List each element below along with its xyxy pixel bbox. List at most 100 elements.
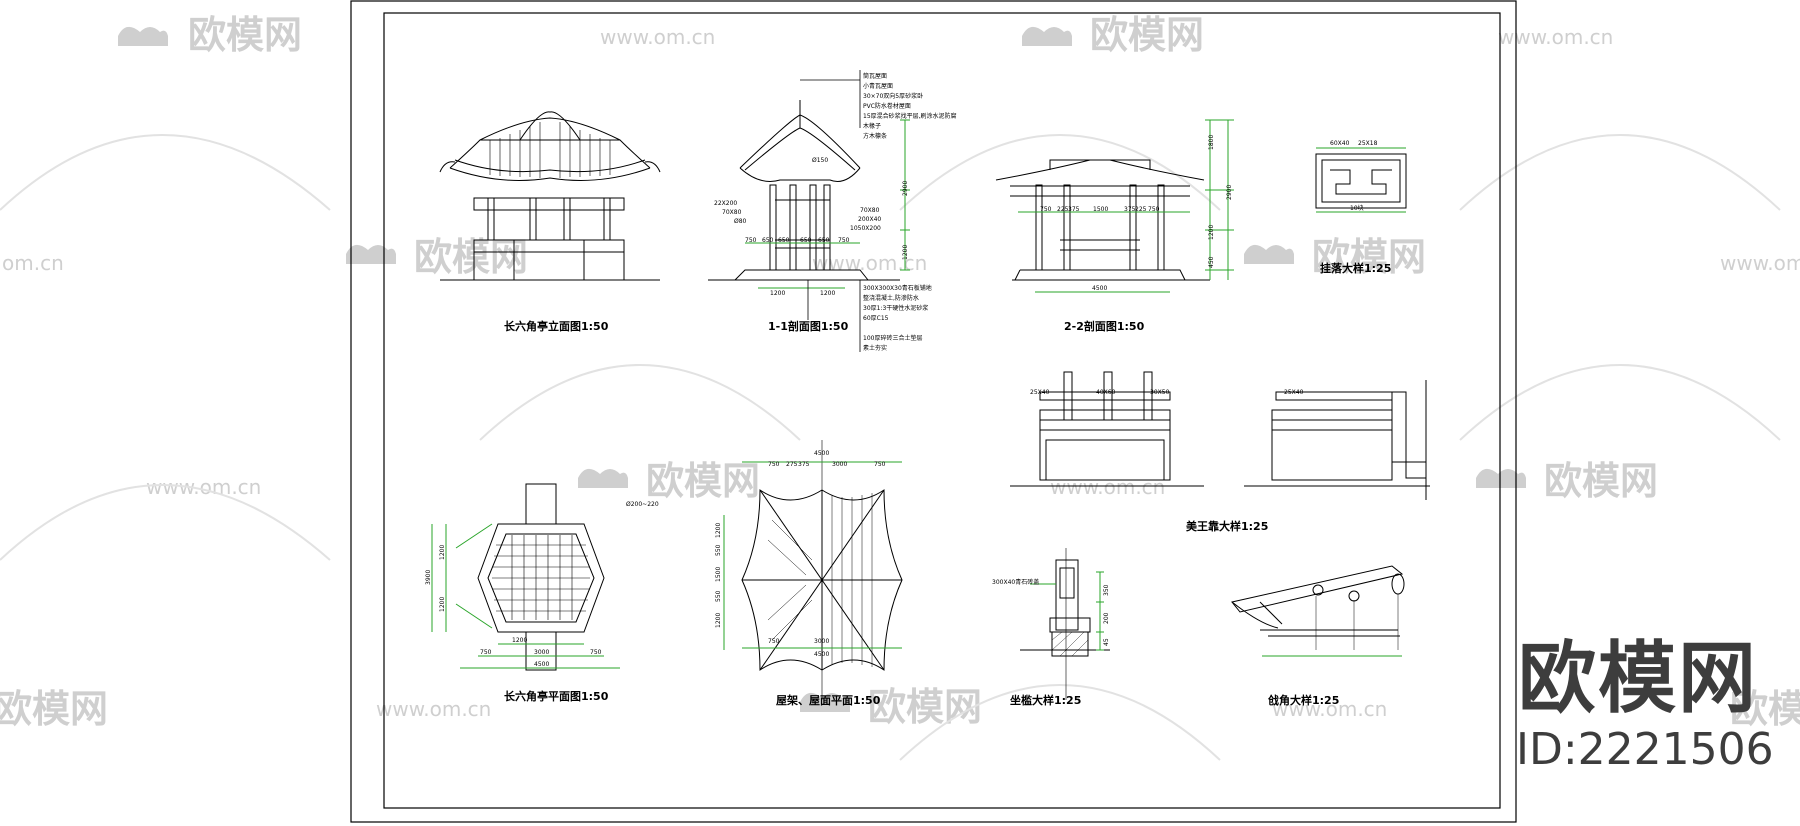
dim-label: 1200 xyxy=(439,545,446,560)
watermark-url: www.om.cn xyxy=(812,251,927,275)
brand-logo-text: 欧模网 xyxy=(1518,634,1759,724)
hanging-detail-labels: 60X40 25X18 10块 xyxy=(1330,140,1378,212)
dim-label: 3000 xyxy=(814,638,829,645)
dim-label: 450 xyxy=(1208,256,1215,268)
dim-label: 30X50 xyxy=(1150,389,1170,396)
plan-title: 长六角亭平面图1:50 xyxy=(504,689,609,703)
watermark-brand: 欧模网 xyxy=(646,459,760,503)
dim-label: 3000 xyxy=(534,649,549,656)
watermark-url: www.om.cn xyxy=(1272,697,1387,721)
dim-label: 3900 xyxy=(425,570,432,585)
roof-layer-note: 30×70双向5厚砂浆卧 xyxy=(863,92,923,100)
dim-label: 1200 xyxy=(439,597,446,612)
dim-label: 1200 xyxy=(1208,225,1215,240)
dim-label: 375 xyxy=(798,461,810,468)
elevation-title: 长六角亭立面图1:50 xyxy=(504,319,609,333)
seat-detail-labels: 300X40青石砖盖 350 200 45 xyxy=(992,578,1110,646)
dim-label: 750 xyxy=(1148,206,1160,213)
section-2-title: 2-2剖面图1:50 xyxy=(1064,319,1145,333)
corner-detail-title: 戗角大样1:25 xyxy=(1268,693,1339,707)
dim-label: 2900 xyxy=(902,181,909,196)
watermark-brand: 欧模网 xyxy=(1090,13,1204,57)
section-2-dim-labels: 750 225 375 1500 375 225 750 4500 1800 2… xyxy=(1040,135,1233,292)
roof-layer-note: 15厚混合砂浆找平层,刷涂水泥防腐 xyxy=(863,112,957,120)
foundation-layer-notes: 300X300X30青石板铺地 整浇混凝土,防渗防水 30厚1:3干硬性水泥砂浆… xyxy=(863,284,932,352)
dim-label: 375 xyxy=(1124,206,1136,213)
dim-label: 225 xyxy=(1057,206,1069,213)
dim-label: 1200 xyxy=(902,245,909,260)
elevation-drawing xyxy=(439,111,661,281)
dim-label: 22X200 xyxy=(714,200,737,207)
dim-label: 750 xyxy=(874,461,886,468)
dim-label: 350 xyxy=(1103,584,1110,596)
seat-detail-dims xyxy=(1030,571,1104,651)
roof-layer-note: 筒瓦屋面 xyxy=(863,72,887,80)
seat-detail-drawing xyxy=(1020,548,1110,700)
dim-label: 375 xyxy=(1068,206,1080,213)
watermark-logo-icon xyxy=(1244,244,1294,264)
dim-label: 650 xyxy=(800,237,812,244)
watermark-url: www.om.cn xyxy=(146,475,261,499)
seat-detail-title: 坐槛大样1:25 xyxy=(1010,693,1081,707)
dim-label: Ø200~220 xyxy=(626,501,659,508)
watermark-logo-icon xyxy=(118,26,168,46)
section-1-leaders xyxy=(800,70,861,352)
watermark-logo-icon xyxy=(1022,26,1072,46)
watermark-url: www.om.cn xyxy=(1720,251,1800,275)
dim-label: 550 xyxy=(715,544,722,556)
section-1-drawing xyxy=(708,100,900,281)
watermark-brand: 欧模网 xyxy=(868,685,982,729)
dim-label: 1500 xyxy=(715,567,722,582)
railing-detail-title: 美王靠大样1:25 xyxy=(1186,519,1268,533)
dim-label: 650 xyxy=(778,237,790,244)
railing-detail-labels: 25X40 40X60 30X50 25X40 xyxy=(1030,389,1304,396)
watermark-url: www.om.cn xyxy=(1498,25,1613,49)
dim-label: 1200 xyxy=(770,290,785,297)
watermark-brand-cut: 欧模网 xyxy=(0,687,108,731)
railing-detail-drawing xyxy=(1010,371,1430,500)
dim-label: 650 xyxy=(762,237,774,244)
roof-plan-dim-labels: 4500 750 275 375 3000 750 3000 750 4500 … xyxy=(715,450,886,658)
foundation-layer-note: 100厚碎砖三合土垫层 xyxy=(863,334,922,342)
section-2-drawing xyxy=(995,159,1210,281)
dim-label: 1200 xyxy=(715,523,722,538)
foundation-layer-note: 60厚C15 xyxy=(863,315,889,322)
dim-label: Ø80 xyxy=(734,218,747,225)
dim-label: 1200 xyxy=(820,290,835,297)
roof-plan-drawing xyxy=(741,440,903,700)
foundation-layer-note: 30厚1:3干硬性水泥砂浆 xyxy=(863,304,928,312)
dim-label: 1200 xyxy=(512,637,527,644)
watermark-arcs xyxy=(0,134,1781,761)
watermark-logo-icon xyxy=(1476,468,1526,488)
dim-label: 25X40 xyxy=(1284,389,1304,396)
watermark-logo-icon xyxy=(578,468,628,488)
dim-label: 225 xyxy=(1135,206,1147,213)
dim-label: 200X40 xyxy=(858,216,881,223)
watermark-logo-icon xyxy=(800,692,850,712)
section-1-title: 1-1剖面图1:50 xyxy=(768,319,849,333)
dim-label: 1200 xyxy=(715,613,722,628)
dim-label: 300X40青石砖盖 xyxy=(992,578,1039,586)
dim-label: 200 xyxy=(1103,612,1110,624)
dim-label: 4500 xyxy=(1092,285,1107,292)
dim-label: 40X60 xyxy=(1096,389,1116,396)
dim-label: 10块 xyxy=(1350,204,1364,212)
dim-label: 750 xyxy=(745,237,757,244)
plan-dim-labels: 750 1200 3000 750 4500 3900 1200 1200 Ø2… xyxy=(425,501,659,668)
section-2-dims xyxy=(1018,119,1234,293)
watermark-url-cut: om.cn xyxy=(2,251,64,275)
corner-detail-drawing xyxy=(1231,565,1405,657)
dim-label: 750 xyxy=(480,649,492,656)
roof-layer-note: 小青瓦屋面 xyxy=(863,82,893,90)
dim-label: 750 xyxy=(768,638,780,645)
section-1-dim-labels: 1200 1200 750 650 650 650 650 750 Ø150 2… xyxy=(714,157,909,297)
dim-label: 3000 xyxy=(832,461,847,468)
section-1-dims xyxy=(745,119,910,289)
watermark-brand: 欧模网 xyxy=(188,13,302,57)
watermark-brand: 欧模网 xyxy=(414,235,528,279)
foundation-layer-note: 整浇混凝土,防渗防水 xyxy=(863,294,919,302)
dim-label: 550 xyxy=(715,590,722,602)
foundation-layer-note: 素土夯实 xyxy=(863,344,887,352)
plan-dims xyxy=(431,523,620,669)
